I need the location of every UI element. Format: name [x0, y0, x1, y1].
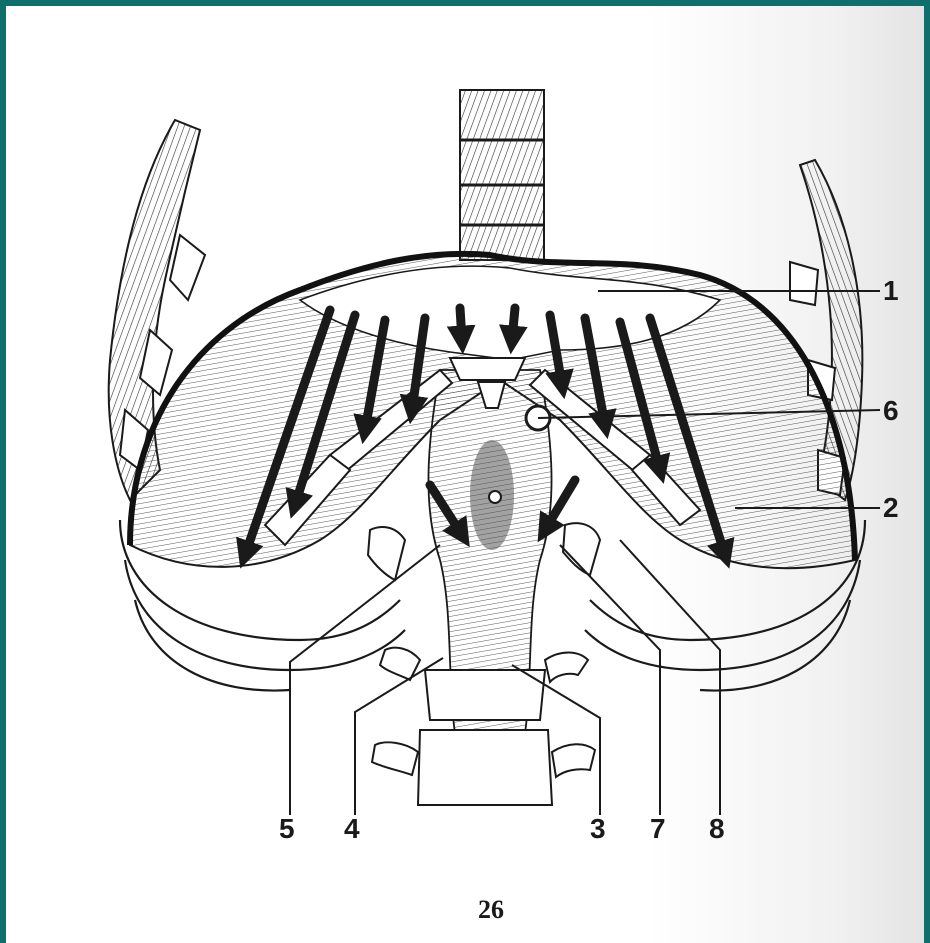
- label-2: 2: [883, 492, 899, 523]
- label-1: 1: [883, 275, 899, 306]
- leader-line-8: [620, 540, 720, 815]
- arrow-center-right: [512, 308, 515, 340]
- diaphragm-illustration: 1 6 2 5 4 3 7 8 26: [6, 6, 924, 943]
- label-4: 4: [344, 813, 360, 844]
- page-number: 26: [478, 895, 504, 924]
- label-5: 5: [279, 813, 295, 844]
- label-3: 3: [590, 813, 606, 844]
- leader-line-7: [560, 545, 660, 815]
- label-8: 8: [709, 813, 725, 844]
- esophagus: [460, 90, 544, 260]
- arrow-center-left: [460, 308, 462, 340]
- scanned-page: 1 6 2 5 4 3 7 8 26: [6, 6, 924, 943]
- leader-line-5: [290, 545, 440, 815]
- label-7: 7: [650, 813, 666, 844]
- label-6: 6: [883, 395, 899, 426]
